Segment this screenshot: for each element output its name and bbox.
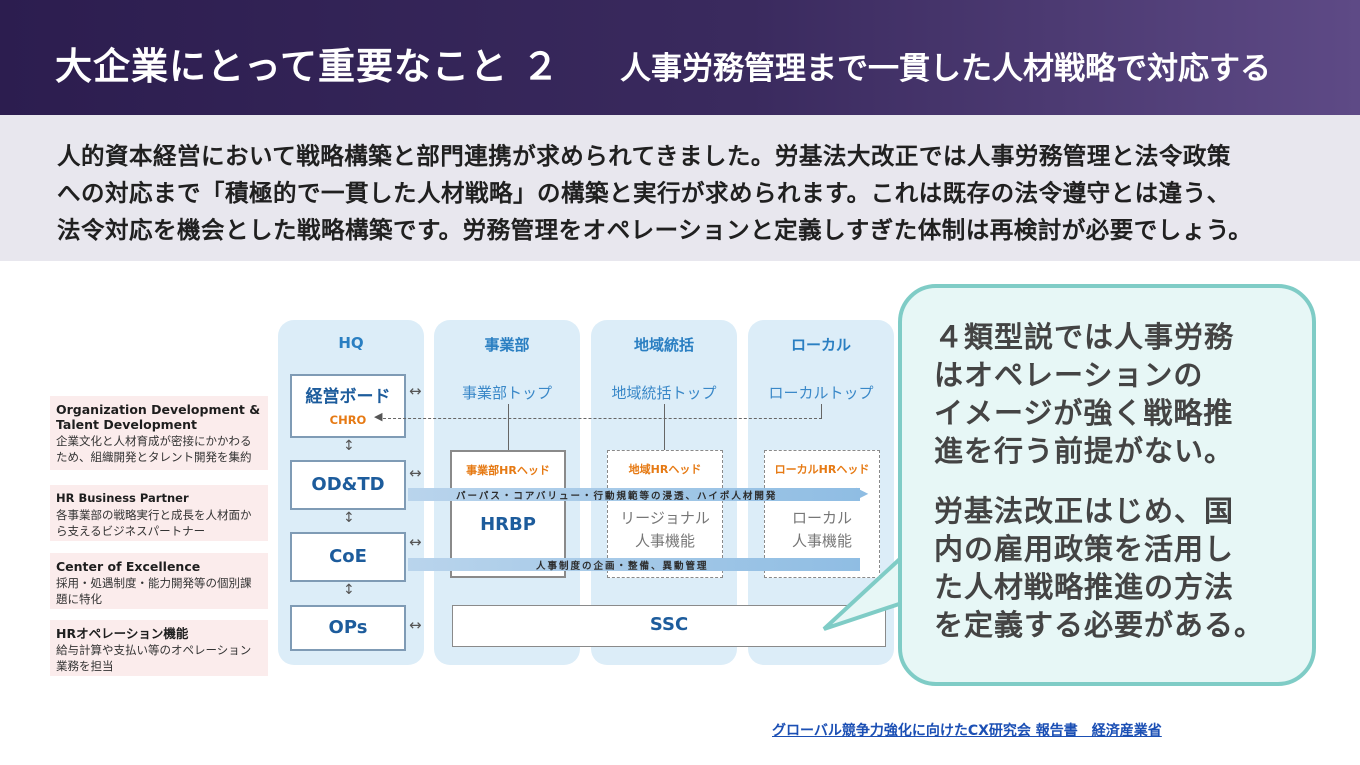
intro-panel: 人的資本経営において戦略構築と部門連携が求められてきました。労基法大改正では人事… xyxy=(0,115,1360,261)
local-chro-connector xyxy=(821,404,822,418)
odtd-box: OD&TD xyxy=(290,460,406,510)
left-box-ops-desc: 給与計算や支払い等のオペレーション業務を担当 xyxy=(56,643,252,673)
bubble-tail xyxy=(822,555,904,631)
bubble-line-1: ４類型説では人事労務 xyxy=(934,320,1235,354)
left-box-ops: HRオペレーション機能 給与計算や支払い等のオペレーション業務を担当 xyxy=(50,620,268,676)
left-box-hrbp-title: HR Business Partner xyxy=(56,491,189,505)
bubble-line-6: 内の雇用政策を活用し xyxy=(934,532,1235,566)
bubble-line-5: 労基法改正はじめ、国 xyxy=(934,494,1235,528)
bubble-line-4: 進を行う前提がない。 xyxy=(934,434,1235,468)
left-box-ops-title: HRオペレーション機能 xyxy=(56,626,189,641)
board-label: 経営ボード xyxy=(305,387,391,407)
column-header-region: 地域統括 xyxy=(633,336,694,354)
intro-line-2: への対応まで「積極的で一貫した人材戦略」の構築と実行が求められます。これは既存の… xyxy=(57,179,1231,207)
board-link-arrow-icon: ↔ xyxy=(409,382,422,400)
local-label-line2: 人事機能 xyxy=(791,532,852,550)
board-box: 経営ボード CHRO xyxy=(290,374,406,438)
division-head-connector xyxy=(508,404,509,450)
bubble-line-7: た人材戦略推進の方法 xyxy=(934,570,1235,604)
chro-arrow-icon: ◀ xyxy=(374,410,383,423)
intro-line-1: 人的資本経営において戦略構築と部門連携が求められてきました。労基法大改正では人事… xyxy=(57,142,1231,170)
region-head-connector xyxy=(664,404,665,450)
left-box-odtd-desc: 企業文化と人材育成が密接にかかわるため、組織開発とタレント開発を集約 xyxy=(56,434,252,464)
hrbp-box: 事業部HRヘッド HRBP xyxy=(450,450,566,578)
division-top-label: 事業部トップ xyxy=(461,384,552,402)
coe-box: CoE xyxy=(290,532,406,582)
speech-bubble: ４類型説では人事労務 はオペレーションの イメージが強く戦略推 進を行う前提がな… xyxy=(898,284,1316,686)
left-box-hrbp-desc: 各事業部の戦略実行と成長を人材面から支えるビジネスパートナー xyxy=(56,508,252,538)
regional-hr-box: 地域HRヘッド リージョナル 人事機能 xyxy=(607,450,723,578)
slide-title: 大企業にとって重要なこと ２ xyxy=(55,45,560,88)
source-link[interactable]: グローバル競争力強化に向けたCX研究会 報告書 経済産業省 xyxy=(772,723,1162,739)
left-box-hrbp: HR Business Partner 各事業部の戦略実行と成長を人材面から支え… xyxy=(50,485,268,541)
local-top-label: ローカルトップ xyxy=(768,384,874,402)
slide-subtitle: 人事労務管理まで一貫した人材戦略で対応する xyxy=(620,51,1271,87)
band-culture: パーパス・コアバリュー・行動規範等の浸透、ハイポ人材開発 xyxy=(408,488,860,502)
connector-arrow-icon: ↕ xyxy=(343,438,355,454)
ops-link-arrow-icon: ↔ xyxy=(409,616,422,634)
left-box-odtd: Organization Development & Talent Develo… xyxy=(50,396,268,470)
division-hr-head-label: 事業部HRヘッド xyxy=(466,464,550,477)
connector-arrow-icon: ↕ xyxy=(343,582,355,598)
bubble-line-8: を定義する必要がある。 xyxy=(934,608,1265,642)
column-header-division: 事業部 xyxy=(484,336,530,354)
connector-arrow-icon: ↕ xyxy=(343,510,355,526)
left-box-coe-desc: 採用・処遇制度・能力開発等の個別課題に特化 xyxy=(56,576,252,606)
local-hr-head-label: ローカルHRヘッド xyxy=(774,463,870,476)
band-policy-text: 人事制度の企画・整備、異動管理 xyxy=(536,561,709,572)
chro-label: CHRO xyxy=(329,413,367,427)
local-label-line1: ローカル xyxy=(791,509,852,527)
chro-dashed-line xyxy=(378,418,822,419)
coe-link-arrow-icon: ↔ xyxy=(409,533,422,551)
band-policy: 人事制度の企画・整備、異動管理 xyxy=(408,558,860,572)
bubble-line-3: イメージが強く戦略推 xyxy=(934,396,1234,430)
ops-box: OPs xyxy=(290,605,406,651)
hrbp-label: HRBP xyxy=(480,514,536,535)
column-header-hq: HQ xyxy=(338,334,364,352)
band-culture-text: パーパス・コアバリュー・行動規範等の浸透、ハイポ人材開発 xyxy=(456,491,778,502)
slide-header: 大企業にとって重要なこと ２ 人事労務管理まで一貫した人材戦略で対応する xyxy=(0,0,1360,115)
region-hr-head-label: 地域HRヘッド xyxy=(628,463,702,476)
left-box-odtd-title: Organization Development & Talent Develo… xyxy=(56,402,261,432)
left-box-coe-title: Center of Excellence xyxy=(56,559,201,574)
regional-label-line2: 人事機能 xyxy=(634,532,695,550)
bubble-line-2: はオペレーションの xyxy=(934,358,1204,392)
odtd-link-arrow-icon: ↔ xyxy=(409,464,422,482)
region-top-label: 地域統括トップ xyxy=(611,384,717,402)
local-hr-box: ローカルHRヘッド ローカル 人事機能 xyxy=(764,450,880,578)
ssc-box: SSC xyxy=(452,605,886,647)
regional-label-line1: リージョナル xyxy=(620,509,710,527)
intro-line-3: 法令対応を機会とした戦略構築です。労務管理をオペレーションと定義しすぎた体制は再… xyxy=(57,216,1253,244)
column-header-local: ローカル xyxy=(790,336,851,354)
left-box-coe: Center of Excellence 採用・処遇制度・能力開発等の個別課題に… xyxy=(50,553,268,609)
band-arrow-icon: ▶ xyxy=(856,483,869,502)
